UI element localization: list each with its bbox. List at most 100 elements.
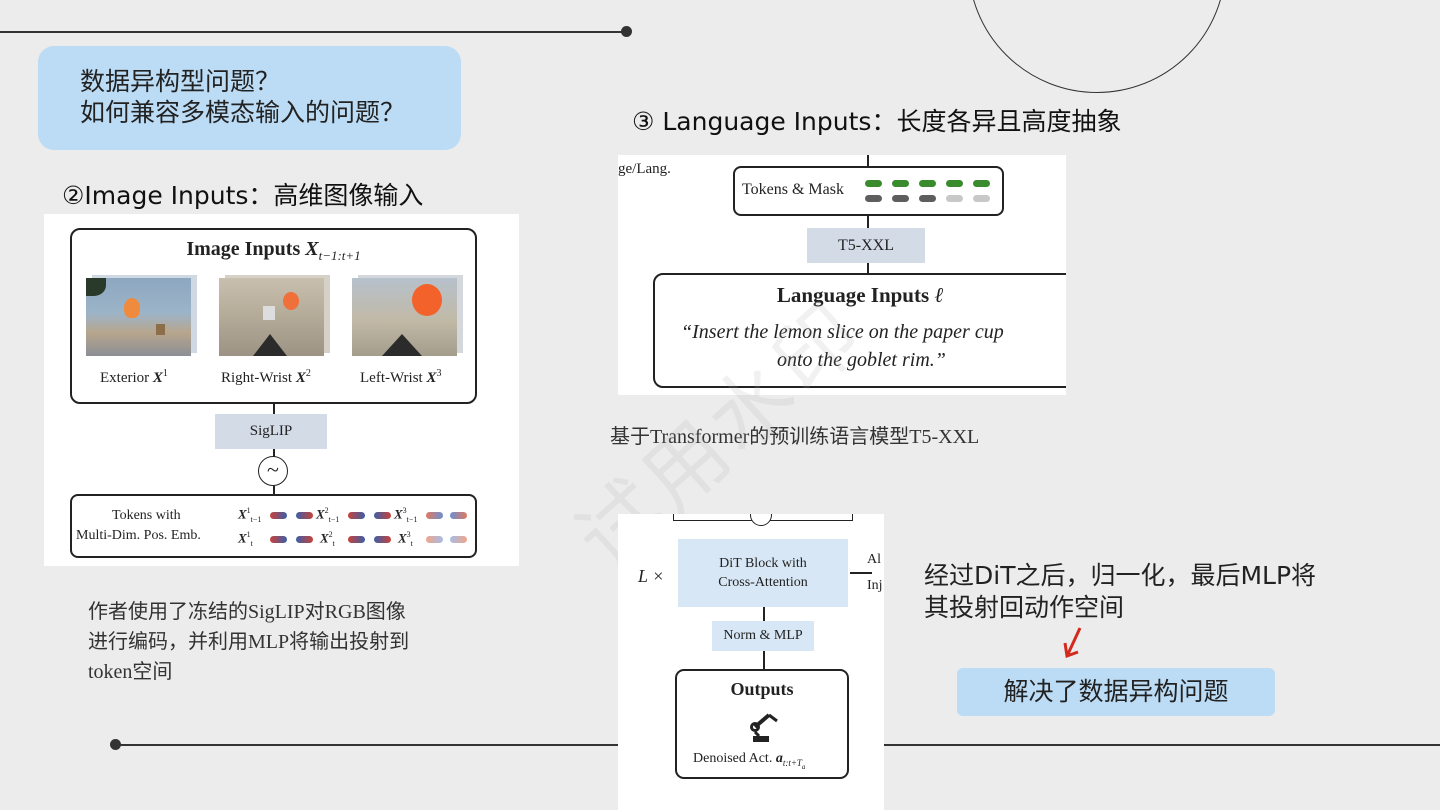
image-inputs-heading: ②Image Inputs：高维图像输入 [62,181,424,210]
decorative-circle [968,0,1226,93]
bottom-divider-dot [110,739,121,750]
image-token [270,512,287,519]
dit-figure: L × DiT Block with Cross-Attention Al In… [618,514,884,810]
tokens-box: Tokens with Multi-Dim. Pos. Emb. X1t−1 X… [70,494,477,558]
image-note-line-2: 进行编码，并利用MLP将输出投射到 [88,631,410,653]
image-token [348,512,365,519]
token-var-row2-3: X3t [398,530,413,548]
denoised-subsub: a [801,762,806,771]
instruction-quote-line-1: “Insert the lemon slice on the paper cup [681,321,1004,343]
token-var-letter: X [316,506,325,522]
down-arrow-svg [1063,627,1082,659]
token-var-letter: X [394,506,403,522]
dit-repeat-text: L × [638,566,665,586]
right-wrist-label-sup: 2 [305,368,311,379]
robot-arm-icon [743,705,783,745]
image-section-note: 作者使用了冻结的SigLIP对RGB图像 进行编码，并利用MLP将输出投射到 t… [88,597,409,687]
token-var-sup: 2 [324,506,329,515]
dit-block-line-2: Cross-Attention [718,575,808,590]
dit-block-box: DiT Block with Cross-Attention [678,539,848,607]
language-inputs-box: Language Inputs ℓ “Insert the lemon slic… [653,273,1066,388]
connector-line [273,449,275,457]
language-heading-prefix: ③ Language Inputs： [632,107,897,136]
robot-arm-svg [750,713,778,742]
token-var-sub: t [332,538,335,548]
connector-line [867,263,869,273]
dit-side-text-1: Al [867,552,881,567]
mask-token-valid [892,180,909,187]
denoised-action-label: Denoised Act. at:t+Ta [693,751,805,771]
tokens-mask-label: Tokens & Mask [742,181,844,198]
image-inputs-title: Image Inputs Xt−1:t+1 [72,238,475,264]
mask-token-light [973,195,990,202]
token-var-letter: X [320,530,329,546]
image-inputs-title-text: Image Inputs [186,238,306,260]
dit-section-note: 经过DiT之后，归一化，最后MLP将 其投射回动作空间 [924,560,1316,624]
mask-token-dark [865,195,882,202]
right-wrist-label: Right-Wrist X2 [221,368,311,387]
denoised-var: a [775,751,783,766]
exterior-label-sup: 1 [162,368,168,379]
t5-encoder-box: T5-XXL [807,228,925,263]
image-token [374,512,391,519]
siglip-encoder-box: SigLIP [215,414,327,449]
tokens-mask-box: Tokens & Mask [733,166,1004,216]
dit-side-text-2: Inj [867,578,883,593]
norm-mlp-box: Norm & MLP [712,621,814,651]
token-var-sup: 3 [406,530,411,539]
connector-line [273,486,275,494]
image-inputs-title-var: X [305,238,319,260]
image-inputs-box: Image Inputs Xt−1:t+1 Exterior X1 Right-… [70,228,477,404]
image-token [296,536,313,543]
down-arrow-icon [1062,626,1086,660]
mask-token-valid [919,180,936,187]
image-note-line-1: 作者使用了冻结的SigLIP对RGB图像 [88,601,406,623]
instruction-quote-line-2: onto the goblet rim.” [777,349,946,371]
mlp-wave-icon: ~ [258,456,288,486]
token-var-sub: t−1 [328,514,340,524]
token-var-row1-1: X1t−1 [238,506,261,524]
outputs-box: Outputs Denoised Act. at:t+Ta [675,669,849,779]
image-token [426,512,443,519]
image-inputs-title-sub: t−1:t+1 [318,248,361,263]
connector-line [273,402,275,414]
image-token [450,536,467,543]
mask-token-dark [892,195,909,202]
image-inputs-figure: Image Inputs Xt−1:t+1 Exterior X1 Right-… [44,214,519,566]
dit-side-arrow [850,572,872,574]
connector-line [867,155,869,167]
denoised-sub: t:t+T [782,757,802,768]
dit-merge-icon [750,514,772,526]
image-token [296,512,313,519]
token-var-sup: 1 [246,506,251,515]
left-wrist-label-var: X [426,370,437,386]
language-inputs-heading: ③ Language Inputs：长度各异且高度抽象 [632,102,1121,138]
right-wrist-label-text: Right-Wrist [221,370,296,386]
tokens-label-2: Multi-Dim. Pos. Emb. [76,528,201,543]
outputs-title: Outputs [730,679,794,699]
language-section-note: 基于Transformer的预训练语言模型T5-XXL [610,426,980,448]
language-inputs-title: Language Inputs ℓ [655,283,1065,308]
image-note-line-3: token空间 [88,661,173,683]
mask-token-valid [973,180,990,187]
left-wrist-camera-image [352,278,457,356]
right-wrist-camera-image [219,278,324,356]
token-var-sup: 2 [328,530,333,539]
token-var-sub: t [250,538,253,548]
token-var-row1-2: X2t−1 [316,506,339,524]
token-var-sub: t−1 [250,514,262,524]
dit-block-line-1: DiT Block with [719,556,807,571]
image-token [270,536,287,543]
tokens-label-1: Tokens with [112,508,181,523]
connector-line [763,651,765,669]
image-token [348,536,365,543]
token-var-letter: X [238,530,247,546]
token-var-sub: t−1 [406,514,418,524]
denoised-text: Denoised Act. [693,751,776,766]
question-callout: 数据异构型问题？ 如何兼容多模态输入的问题？ [38,46,461,150]
top-divider-dot [621,26,632,37]
bottom-divider-line-right [884,744,1440,746]
dit-note-line-2: 其投射回动作空间 [924,593,1125,622]
token-var-row1-3: X3t−1 [394,506,417,524]
language-inputs-title-text: Language Inputs [776,283,935,307]
